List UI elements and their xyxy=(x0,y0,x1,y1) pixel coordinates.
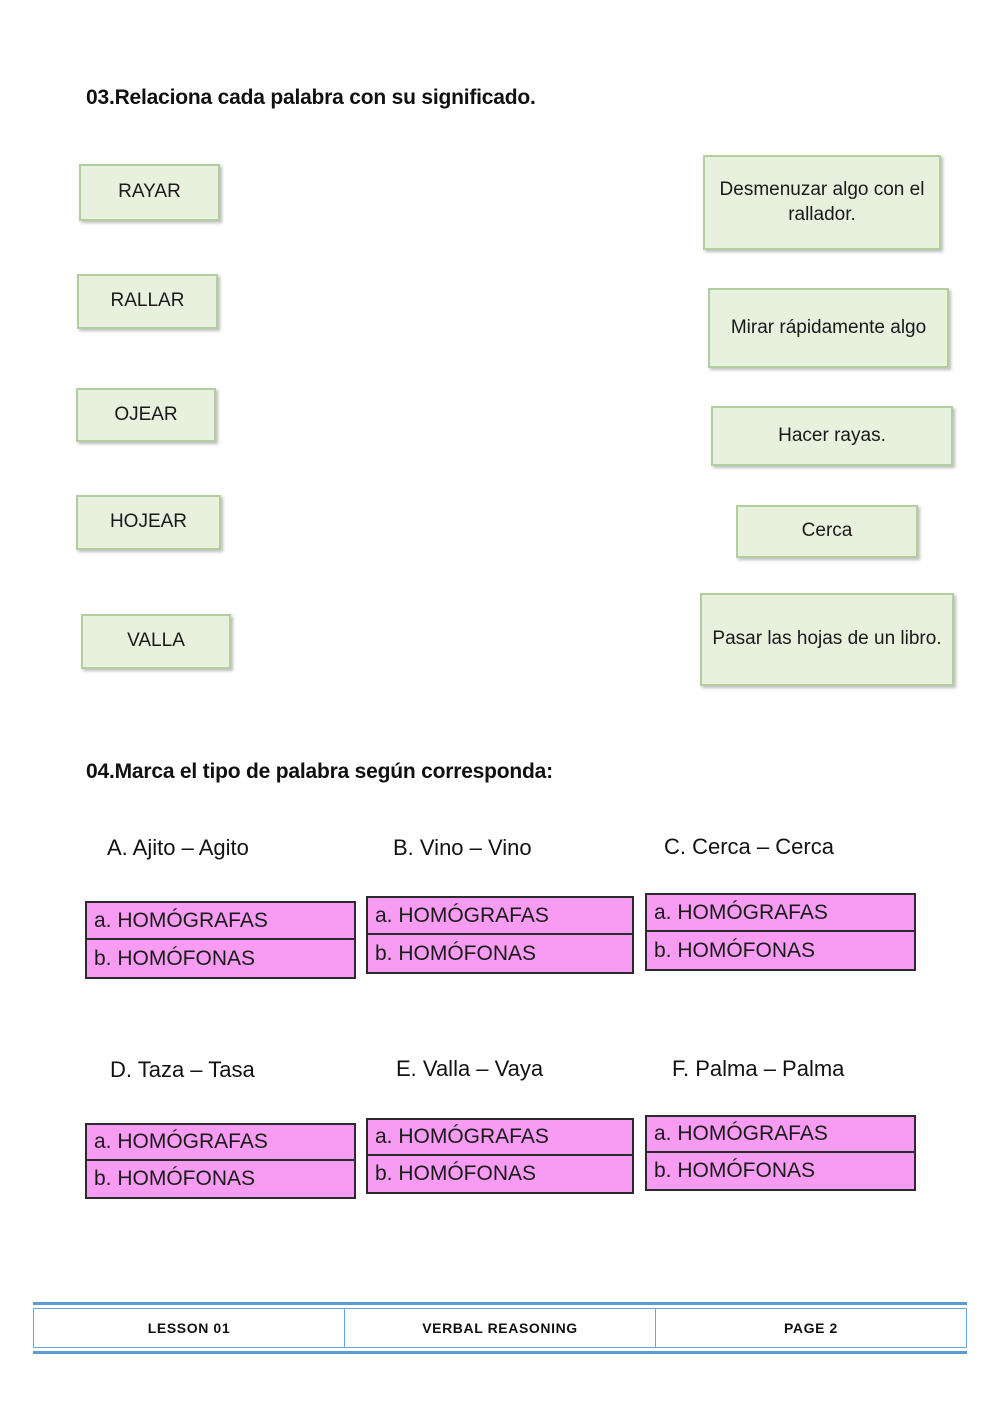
item-label-e: E. Valla – Vaya xyxy=(396,1056,543,1082)
definition-box-desmenuzar[interactable]: Desmenuzar algo con el rallador. xyxy=(703,155,941,250)
definition-box-text: Pasar las hojas de un libro. xyxy=(712,628,942,650)
option-label: b. HOMÓFONAS xyxy=(654,1159,816,1182)
option-a-homografas[interactable]: a. HOMÓGRAFAS xyxy=(647,895,914,932)
word-box-valla[interactable]: VALLA xyxy=(81,614,231,669)
option-label: a. HOMÓGRAFAS xyxy=(94,908,268,932)
item-label-text: A. Ajito – Agito xyxy=(107,835,249,860)
word-box-label: RALLAR xyxy=(110,290,185,312)
options-group-d[interactable]: a. HOMÓGRAFAS b. HOMÓFONAS xyxy=(85,1123,356,1199)
question-04-heading: 04.Marca el tipo de palabra según corres… xyxy=(86,760,553,783)
footer-page-label: PAGE 2 xyxy=(784,1320,838,1336)
option-b-homofonas[interactable]: b. HOMÓFONAS xyxy=(647,932,914,969)
option-label: b. HOMÓFONAS xyxy=(375,1162,537,1185)
item-label-text: F. Palma – Palma xyxy=(672,1056,845,1081)
option-label: b. HOMÓFONAS xyxy=(654,938,816,962)
item-label-c: C. Cerca – Cerca xyxy=(664,834,834,860)
option-label: b. HOMÓFONAS xyxy=(94,1167,256,1190)
option-b-homofonas[interactable]: b. HOMÓFONAS xyxy=(368,935,632,972)
footer-subject-cell: VERBAL REASONING xyxy=(344,1309,655,1347)
option-b-homofonas[interactable]: b. HOMÓFONAS xyxy=(368,1156,632,1192)
definition-box-text: Cerca xyxy=(801,520,853,542)
footer-page-cell: PAGE 2 xyxy=(655,1309,966,1347)
word-box-hojear[interactable]: HOJEAR xyxy=(76,495,221,550)
option-b-homofonas[interactable]: b. HOMÓFONAS xyxy=(647,1153,914,1189)
option-b-homofonas[interactable]: b. HOMÓFONAS xyxy=(87,940,354,977)
options-group-c[interactable]: a. HOMÓGRAFAS b. HOMÓFONAS xyxy=(645,893,916,971)
footer-lesson-label: LESSON 01 xyxy=(147,1320,231,1336)
word-box-label: HOJEAR xyxy=(109,511,188,533)
option-a-homografas[interactable]: a. HOMÓGRAFAS xyxy=(87,1125,354,1161)
word-box-label: VALLA xyxy=(127,630,185,652)
item-label-b: B. Vino – Vino xyxy=(393,835,532,861)
definition-box-text: Hacer rayas. xyxy=(778,424,886,446)
option-label: a. HOMÓGRAFAS xyxy=(654,1122,828,1145)
word-box-label: RAYAR xyxy=(118,181,181,203)
definition-box-text: Desmenuzar algo con el rallador. xyxy=(719,179,925,225)
word-box-ojear[interactable]: OJEAR xyxy=(76,388,216,442)
item-label-text: C. Cerca – Cerca xyxy=(664,834,834,859)
word-box-label: OJEAR xyxy=(114,403,178,425)
page-footer: LESSON 01 VERBAL REASONING PAGE 2 xyxy=(33,1302,967,1354)
word-box-rayar[interactable]: RAYAR xyxy=(79,164,220,221)
definition-box-hacer-rayas[interactable]: Hacer rayas. xyxy=(711,406,953,466)
options-group-f[interactable]: a. HOMÓGRAFAS b. HOMÓFONAS xyxy=(645,1115,916,1191)
word-box-rallar[interactable]: RALLAR xyxy=(77,274,218,329)
question-03-heading: 03.Relaciona cada palabra con su signifi… xyxy=(86,86,536,109)
item-label-text: D. Taza – Tasa xyxy=(110,1057,255,1082)
item-label-d: D. Taza – Tasa xyxy=(110,1057,255,1083)
footer-row: LESSON 01 VERBAL REASONING PAGE 2 xyxy=(33,1308,967,1348)
option-a-homografas[interactable]: a. HOMÓGRAFAS xyxy=(368,1120,632,1156)
option-label: a. HOMÓGRAFAS xyxy=(375,1125,549,1148)
footer-subject-label: VERBAL REASONING xyxy=(422,1320,578,1336)
definition-box-pasar-hojas[interactable]: Pasar las hojas de un libro. xyxy=(700,593,954,686)
option-label: a. HOMÓGRAFAS xyxy=(654,900,828,924)
option-label: a. HOMÓGRAFAS xyxy=(375,903,549,927)
option-a-homografas[interactable]: a. HOMÓGRAFAS xyxy=(647,1117,914,1153)
footer-lesson-cell: LESSON 01 xyxy=(34,1309,344,1347)
definition-box-cerca[interactable]: Cerca xyxy=(736,505,918,558)
item-label-a: A. Ajito – Agito xyxy=(107,835,249,861)
options-group-e[interactable]: a. HOMÓGRAFAS b. HOMÓFONAS xyxy=(366,1118,634,1194)
option-label: b. HOMÓFONAS xyxy=(94,946,256,970)
option-label: a. HOMÓGRAFAS xyxy=(94,1130,268,1153)
definition-box-text: Mirar rápidamente algo xyxy=(730,316,927,338)
option-b-homofonas[interactable]: b. HOMÓFONAS xyxy=(87,1161,354,1197)
options-group-b[interactable]: a. HOMÓGRAFAS b. HOMÓFONAS xyxy=(366,896,634,974)
options-group-a[interactable]: a. HOMÓGRAFAS b. HOMÓFONAS xyxy=(85,901,356,979)
option-label: b. HOMÓFONAS xyxy=(375,941,537,965)
definition-box-mirar[interactable]: Mirar rápidamente algo xyxy=(708,288,949,368)
option-a-homografas[interactable]: a. HOMÓGRAFAS xyxy=(368,898,632,935)
option-a-homografas[interactable]: a. HOMÓGRAFAS xyxy=(87,903,354,940)
item-label-f: F. Palma – Palma xyxy=(672,1056,844,1082)
item-label-text: B. Vino – Vino xyxy=(393,835,532,860)
item-label-text: E. Valla – Vaya xyxy=(396,1056,544,1081)
